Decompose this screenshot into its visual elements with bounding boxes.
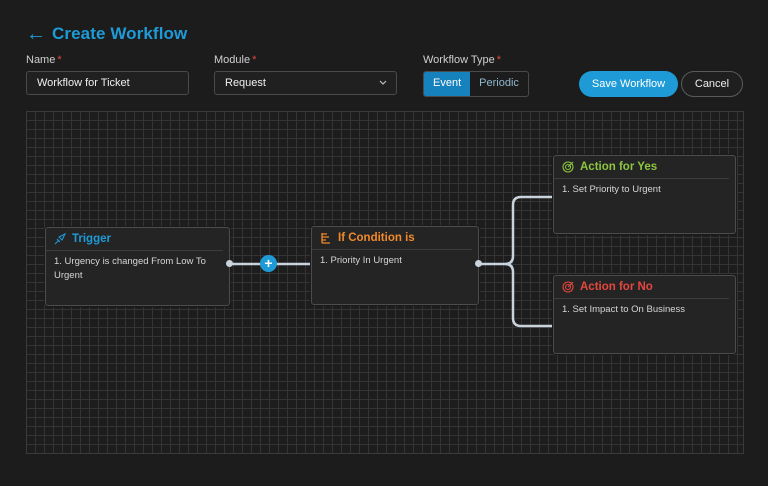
module-label: Module* bbox=[214, 54, 257, 66]
workflow-type-periodic[interactable]: Periodic bbox=[479, 77, 519, 89]
required-mark: * bbox=[252, 54, 257, 66]
action-no-node-header: Action for No bbox=[554, 276, 729, 299]
condition-output-handle[interactable] bbox=[475, 260, 482, 267]
target-icon bbox=[562, 281, 574, 293]
connector-condition-no bbox=[504, 262, 553, 328]
name-label: Name* bbox=[26, 54, 62, 66]
cancel-button[interactable]: Cancel bbox=[681, 71, 743, 97]
workflow-type-toggle[interactable]: Event Periodic bbox=[423, 71, 529, 97]
required-mark: * bbox=[57, 54, 62, 66]
workflow-canvas[interactable]: Trigger 1. Urgency is changed From Low T… bbox=[26, 111, 744, 454]
trigger-icon bbox=[54, 233, 66, 245]
name-input[interactable]: Workflow for Ticket bbox=[26, 71, 189, 95]
arrow-left-icon[interactable]: ← bbox=[26, 23, 46, 45]
target-icon bbox=[562, 161, 574, 173]
page-header: ← Create Workflow bbox=[26, 24, 187, 44]
save-workflow-button[interactable]: Save Workflow bbox=[579, 71, 678, 97]
action-no-node[interactable]: Action for No 1. Set Impact to On Busine… bbox=[553, 275, 736, 354]
chevron-down-icon bbox=[378, 72, 388, 103]
action-yes-node-header: Action for Yes bbox=[554, 156, 729, 179]
required-mark: * bbox=[496, 54, 502, 66]
condition-icon bbox=[321, 233, 330, 244]
workflow-type-event[interactable]: Event bbox=[424, 72, 471, 96]
module-select[interactable]: Request bbox=[214, 71, 397, 95]
trigger-node[interactable]: Trigger 1. Urgency is changed From Low T… bbox=[45, 227, 230, 306]
condition-node-header: If Condition is bbox=[312, 227, 472, 250]
trigger-node-body: 1. Urgency is changed From Low To Urgent bbox=[54, 256, 206, 281]
workflow-type-label: Workflow Type* bbox=[423, 54, 502, 66]
trigger-node-header: Trigger bbox=[46, 228, 223, 251]
connector-condition-yes bbox=[479, 195, 553, 266]
action-yes-node[interactable]: Action for Yes 1. Set Priority to Urgent bbox=[553, 155, 736, 234]
condition-node-body: 1. Priority In Urgent bbox=[320, 255, 402, 266]
action-yes-node-body: 1. Set Priority to Urgent bbox=[562, 184, 661, 195]
trigger-output-handle[interactable] bbox=[226, 260, 233, 267]
add-step-button[interactable]: + bbox=[260, 255, 277, 272]
condition-node[interactable]: If Condition is 1. Priority In Urgent bbox=[311, 226, 479, 305]
action-no-node-body: 1. Set Impact to On Business bbox=[562, 304, 686, 315]
page-title: Create Workflow bbox=[52, 24, 188, 43]
